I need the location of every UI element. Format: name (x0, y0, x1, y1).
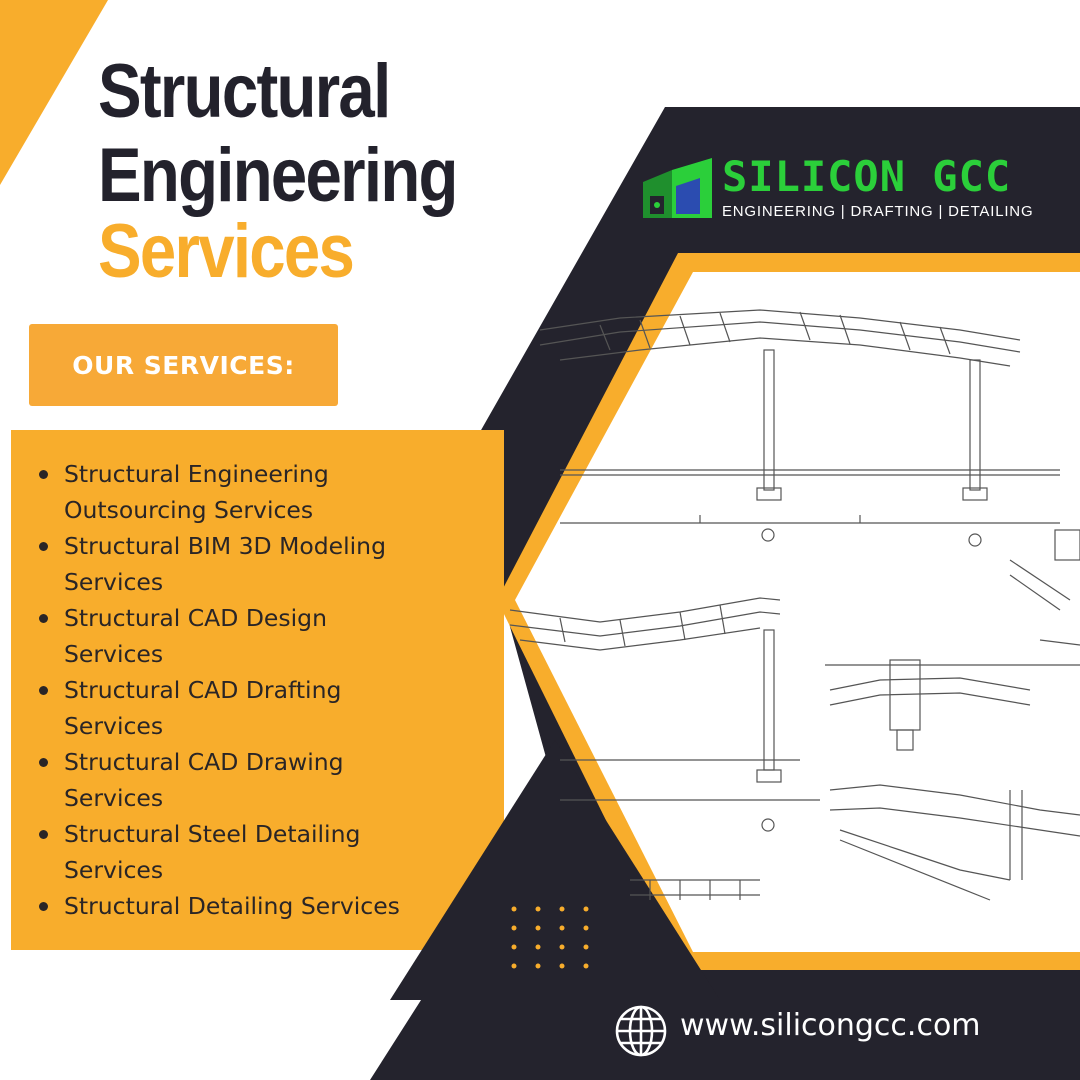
service-line: Outsourcing Services (64, 496, 314, 524)
corner-accent-triangle (0, 0, 108, 185)
our-services-button[interactable]: OUR SERVICES: (29, 324, 338, 406)
drawing-area (515, 272, 1080, 952)
service-line: Services (64, 640, 164, 668)
headline-line-2: Engineering (98, 133, 458, 218)
service-line: Structural CAD Design (64, 604, 327, 632)
headline-line-3: Services (98, 209, 355, 294)
logo-tagline: ENGINEERING | DRAFTING | DETAILING (722, 203, 1034, 220)
list-item: Structural Detailing Services (37, 888, 467, 924)
service-line: Structural BIM 3D Modeling (64, 532, 386, 560)
headline-line-1: Structural (98, 49, 391, 134)
services-panel (11, 430, 504, 950)
service-line: Structural CAD Drafting (64, 676, 342, 704)
our-services-label: OUR SERVICES: (72, 350, 295, 380)
logo-name: SILICON GCC (722, 152, 1012, 201)
structural-drawing (509, 309, 1080, 901)
service-line: Services (64, 784, 164, 812)
service-line: Structural Engineering (64, 460, 329, 488)
service-line: Structural Steel Detailing (64, 820, 361, 848)
service-line: Structural CAD Drawing (64, 748, 344, 776)
logo-mark-icon (643, 158, 712, 218)
service-line: Services (64, 856, 164, 884)
dot-grid-icon (511, 906, 589, 969)
service-line: Services (64, 568, 164, 596)
website-link[interactable]: www.silicongcc.com (680, 1008, 981, 1043)
globe-icon (615, 1005, 667, 1057)
service-line: Services (64, 712, 164, 740)
dark-triangle-overlap (390, 740, 720, 1000)
service-line: Structural Detailing Services (64, 892, 400, 920)
